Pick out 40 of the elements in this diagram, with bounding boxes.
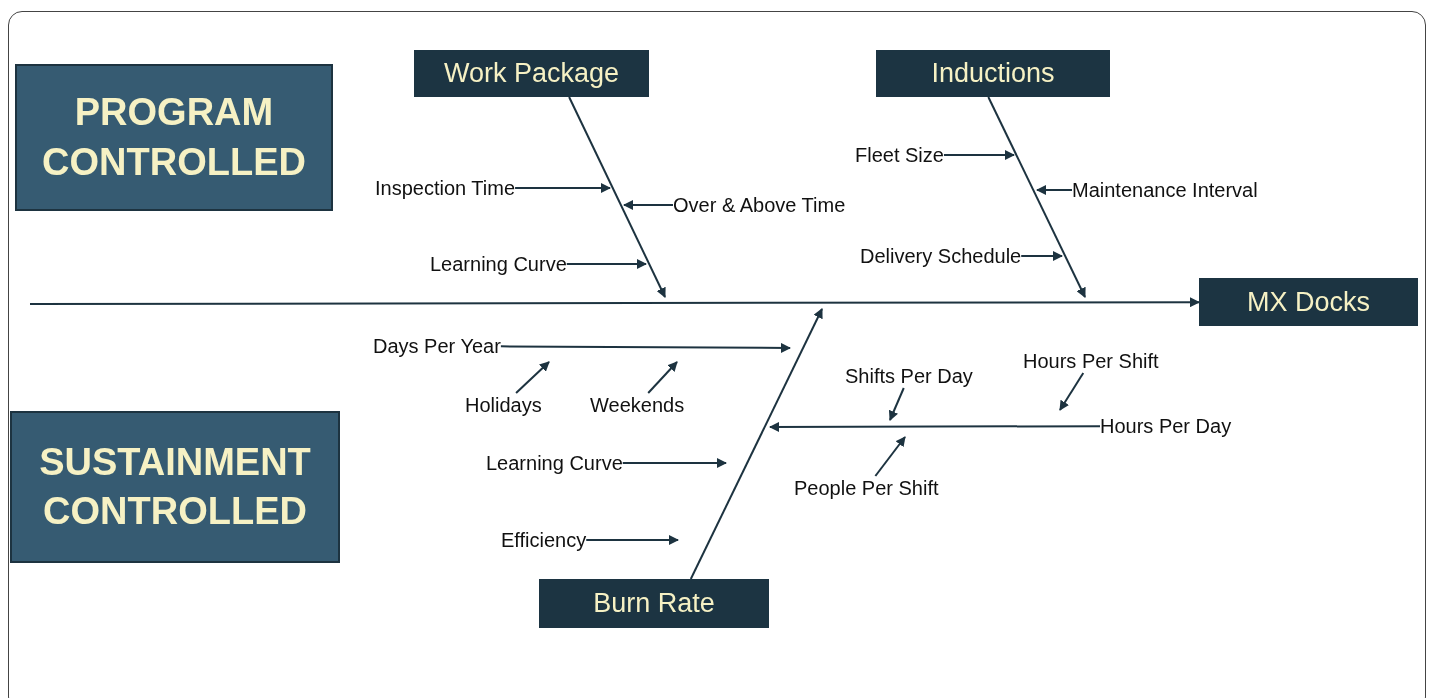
arrow — [888, 387, 905, 421]
cause-label: Delivery Schedule — [860, 244, 1022, 268]
cause-heading-box: Burn Rate — [539, 579, 769, 628]
arrow — [1020, 251, 1063, 261]
spine-arrow — [29, 297, 1200, 308]
arrow — [499, 342, 791, 353]
cause-label: People Per Shift — [794, 476, 939, 500]
cause-label: Hours Per Shift — [1023, 349, 1159, 373]
arrow — [769, 422, 1101, 432]
cause-heading-box: Work Package — [414, 50, 649, 97]
effect-box: MX Docks — [1199, 278, 1418, 326]
cause-label: Holidays — [465, 393, 542, 417]
cause-label: Maintenance Interval — [1072, 178, 1258, 202]
arrow — [1059, 372, 1085, 411]
cause-label: Inspection Time — [375, 176, 516, 200]
cause-label: Learning Curve — [430, 252, 567, 276]
arrow — [514, 183, 611, 193]
category-box: PROGRAM CONTROLLED — [15, 64, 333, 211]
arrow — [647, 361, 678, 394]
arrow — [565, 259, 647, 269]
arrow — [568, 96, 666, 298]
arrow — [515, 361, 550, 394]
arrow — [942, 150, 1015, 160]
cause-heading-box: Inductions — [876, 50, 1110, 97]
cause-label: Days Per Year — [373, 334, 501, 358]
arrow — [585, 535, 679, 545]
cause-label: Learning Curve — [486, 451, 623, 475]
cause-label: Fleet Size — [855, 143, 944, 167]
arrow — [987, 96, 1086, 298]
arrow — [874, 436, 906, 477]
category-box: SUSTAINMENT CONTROLLED — [10, 411, 340, 563]
cause-label: Shifts Per Day — [845, 364, 973, 388]
cause-label: Over & Above Time — [673, 193, 846, 217]
arrow — [623, 200, 674, 210]
arrow — [689, 308, 823, 580]
arrow — [621, 458, 727, 468]
cause-label: Efficiency — [501, 528, 587, 552]
cause-label: Weekends — [590, 393, 685, 417]
cause-label: Hours Per Day — [1100, 414, 1232, 438]
arrow — [1036, 185, 1073, 195]
